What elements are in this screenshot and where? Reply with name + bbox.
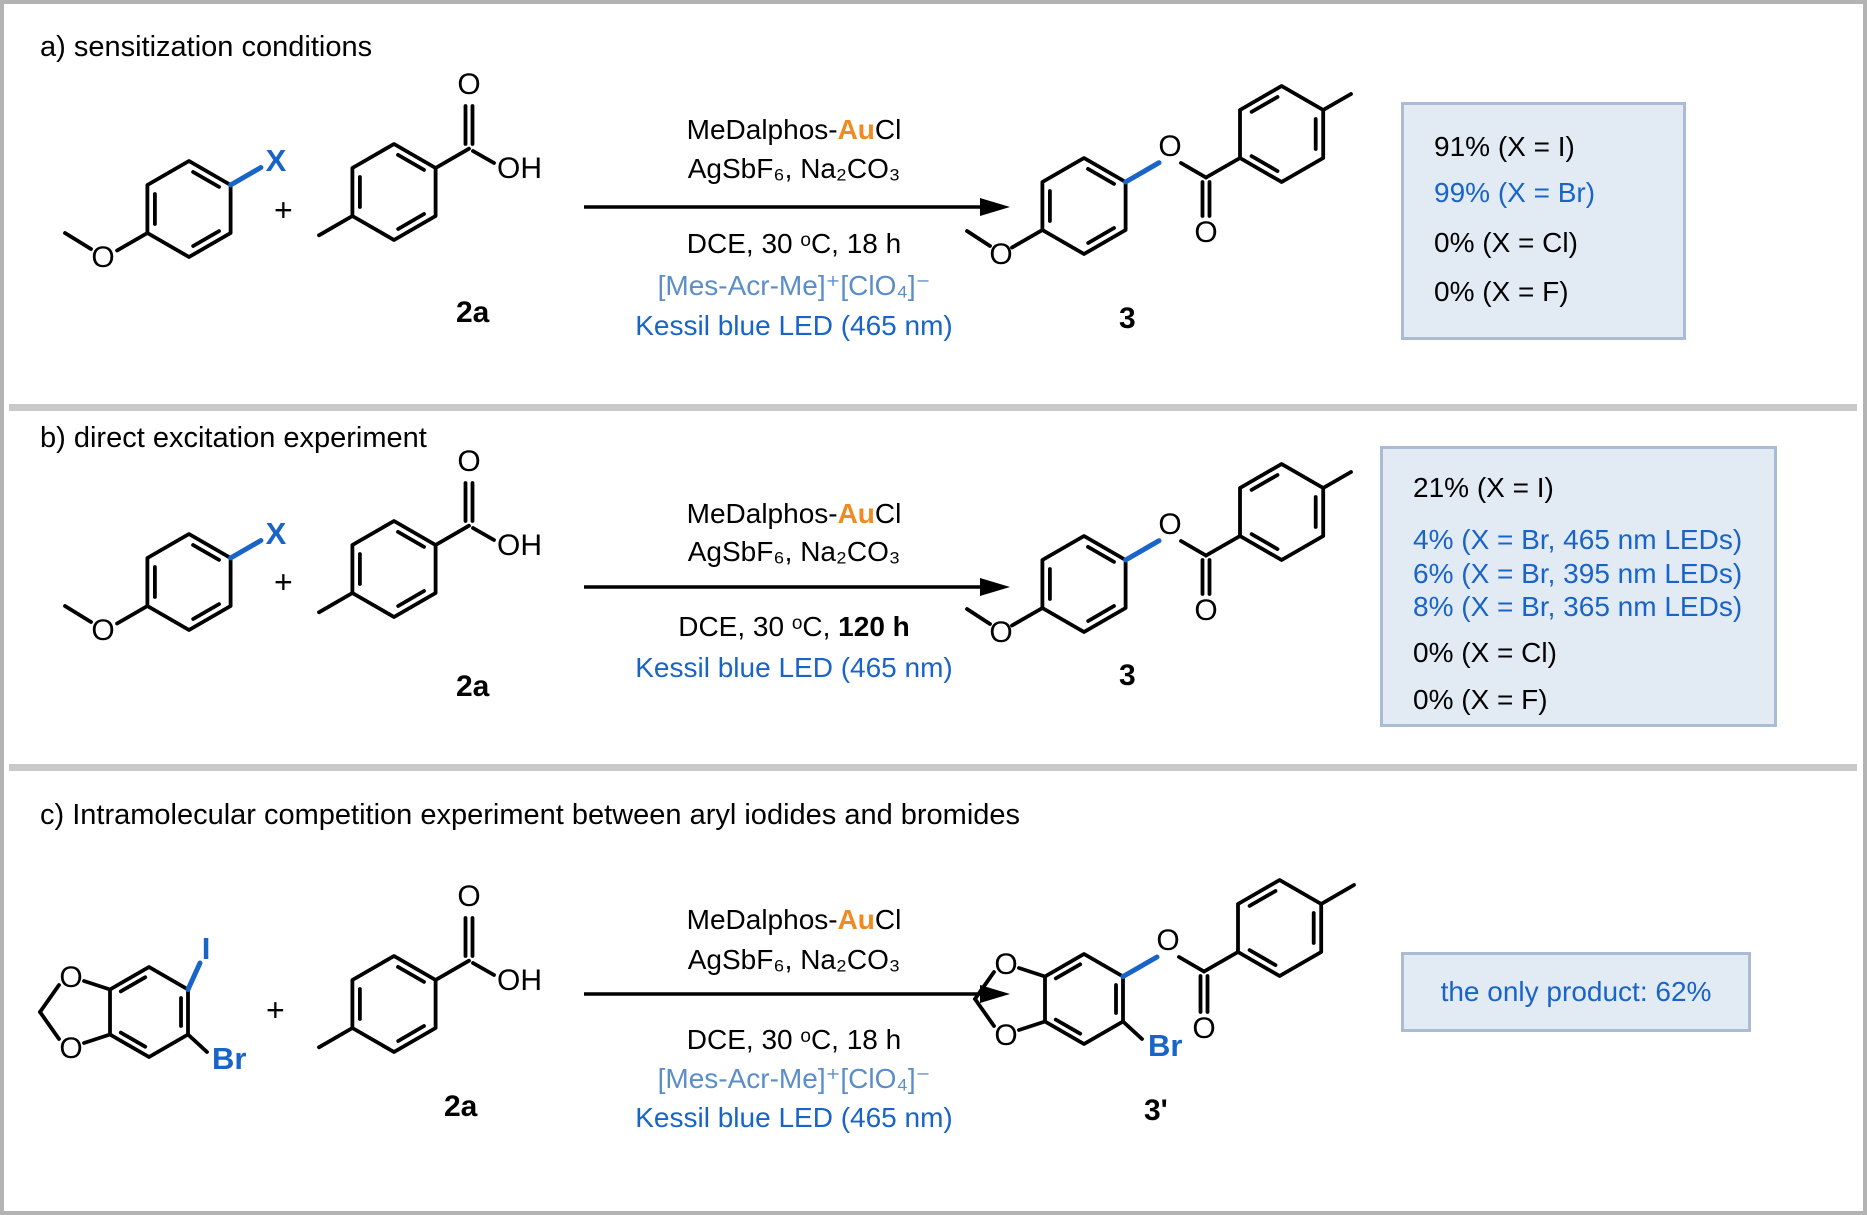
- result-line: 91% (X = I): [1434, 131, 1575, 162]
- conditions-additives: AgSbF₆, Na₂CO₃: [687, 153, 901, 184]
- ester-o-label: O: [1158, 130, 1181, 163]
- methoxy-o-label: O: [91, 241, 114, 274]
- conditions-catalyst: MeDalphos-AuCl: [686, 904, 902, 935]
- panel-c-product-structure: O O O O Br: [973, 878, 1356, 1063]
- gold-highlight: Au: [837, 498, 875, 529]
- reaction-arrow: [584, 985, 1010, 1003]
- panel-divider: [9, 764, 1857, 771]
- conditions-light-source: Kessil blue LED (465 nm): [635, 1102, 953, 1133]
- gold-highlight: Au: [837, 904, 875, 935]
- compound-2a-label: 2a: [444, 1090, 478, 1123]
- conditions-solvent: DCE, 30 ᵒC, 18 h: [686, 1024, 902, 1055]
- compound-2a-label: 2a: [456, 296, 490, 329]
- carbonyl-o-label: O: [1194, 594, 1217, 627]
- compound-2a-label: 2a: [456, 670, 490, 703]
- panel-a-results-box: 91% (X = I) 99% (X = Br) 0% (X = Cl) 0% …: [1401, 102, 1686, 340]
- carboxyl-o-label: O: [457, 445, 480, 478]
- carboxyl-oh-label: OH: [497, 529, 542, 562]
- result-line: 21% (X = I): [1413, 472, 1554, 503]
- conditions-light-source: Kessil blue LED (465 nm): [635, 652, 953, 683]
- result-line: 6% (X = Br, 395 nm LEDs): [1413, 558, 1743, 589]
- bromide-label: Br: [212, 1041, 246, 1076]
- conditions-additives: AgSbF₆, Na₂CO₃: [687, 944, 901, 975]
- result-line: 8% (X = Br, 365 nm LEDs): [1413, 591, 1743, 622]
- conditions-additives: AgSbF₆, Na₂CO₃: [687, 536, 901, 567]
- carboxyl-oh-label: OH: [497, 152, 542, 185]
- carbonyl-o-label: O: [1194, 216, 1217, 249]
- result-line: 4% (X = Br, 465 nm LEDs): [1413, 524, 1743, 555]
- methoxy-o-label: O: [91, 614, 114, 647]
- result-line: 0% (X = Cl): [1413, 637, 1557, 668]
- panel-b-title: b) direct excitation experiment: [40, 422, 427, 454]
- extended-time-highlight: 120 h: [838, 611, 910, 642]
- plus-sign: +: [266, 992, 285, 1028]
- result-line: 0% (X = F): [1413, 684, 1548, 715]
- panel-c-benzodioxole-structure: I Br O O: [38, 931, 246, 1076]
- carboxyl-o-label: O: [457, 880, 480, 913]
- compound-3-label: 3: [1119, 302, 1136, 335]
- methoxy-o-label: O: [989, 616, 1012, 649]
- panel-c-title: c) Intramolecular competition experiment…: [40, 799, 1021, 831]
- panel-c-results-box: the only product: 62%: [1401, 952, 1751, 1032]
- plus-sign: +: [274, 564, 293, 600]
- reaction-arrow: [584, 578, 1010, 596]
- iodide-label: I: [202, 931, 211, 966]
- conditions-catalyst: MeDalphos-AuCl: [686, 114, 902, 145]
- plus-sign: +: [274, 192, 293, 228]
- halide-x-label: X: [266, 143, 287, 178]
- ester-o-label: O: [1156, 924, 1179, 957]
- panel-b-aryl-halide-structure: X O: [63, 516, 287, 647]
- gold-highlight: Au: [837, 114, 875, 145]
- result-line: 0% (X = F): [1434, 276, 1569, 307]
- conditions-light-source: Kessil blue LED (465 nm): [635, 310, 953, 341]
- carbonyl-o-label: O: [1192, 1012, 1215, 1045]
- dioxole-o-bottom-label: O: [59, 1032, 82, 1065]
- panel-b-toluic-acid-structure: O OH: [317, 445, 542, 619]
- bromide-label: Br: [1148, 1028, 1182, 1063]
- carboxyl-o-label: O: [457, 68, 480, 101]
- dioxole-o-bottom-label: O: [994, 1019, 1017, 1052]
- panel-divider: [9, 404, 1857, 411]
- conditions-catalyst: MeDalphos-AuCl: [686, 498, 902, 529]
- conditions-photocatalyst: [Mes-Acr-Me]⁺[ClO₄]⁻: [657, 270, 931, 301]
- panel-a-product-structure: O O O: [965, 84, 1353, 271]
- dioxole-o-top-label: O: [59, 961, 82, 994]
- carboxyl-oh-label: OH: [497, 964, 542, 997]
- compound-3-prime-label: 3': [1144, 1094, 1168, 1127]
- halide-x-label: X: [266, 516, 287, 551]
- panel-a-aryl-halide-structure: X O: [63, 143, 287, 274]
- result-line: the only product: 62%: [1440, 976, 1712, 1007]
- reaction-arrow: [584, 198, 1010, 216]
- conditions-solvent: DCE, 30 ᵒC, 18 h: [686, 228, 902, 259]
- panel-b-results-box: 21% (X = I) 4% (X = Br, 465 nm LEDs) 6% …: [1380, 446, 1777, 727]
- result-line: 0% (X = Cl): [1434, 227, 1578, 258]
- panel-a-title: a) sensitization conditions: [40, 31, 373, 63]
- result-line: 99% (X = Br): [1434, 177, 1596, 208]
- panel-c-toluic-acid-structure: O OH: [317, 880, 542, 1054]
- compound-3-label: 3: [1119, 659, 1136, 692]
- conditions-photocatalyst: [Mes-Acr-Me]⁺[ClO₄]⁻: [657, 1063, 931, 1094]
- conditions-solvent: DCE, 30 ᵒC, 120 h: [678, 611, 910, 642]
- ester-o-label: O: [1158, 508, 1181, 541]
- panel-a-toluic-acid-structure: O OH: [317, 68, 542, 242]
- panel-b-product-structure: O O O: [965, 462, 1353, 649]
- methoxy-o-label: O: [989, 238, 1012, 271]
- dioxole-o-top-label: O: [994, 948, 1017, 981]
